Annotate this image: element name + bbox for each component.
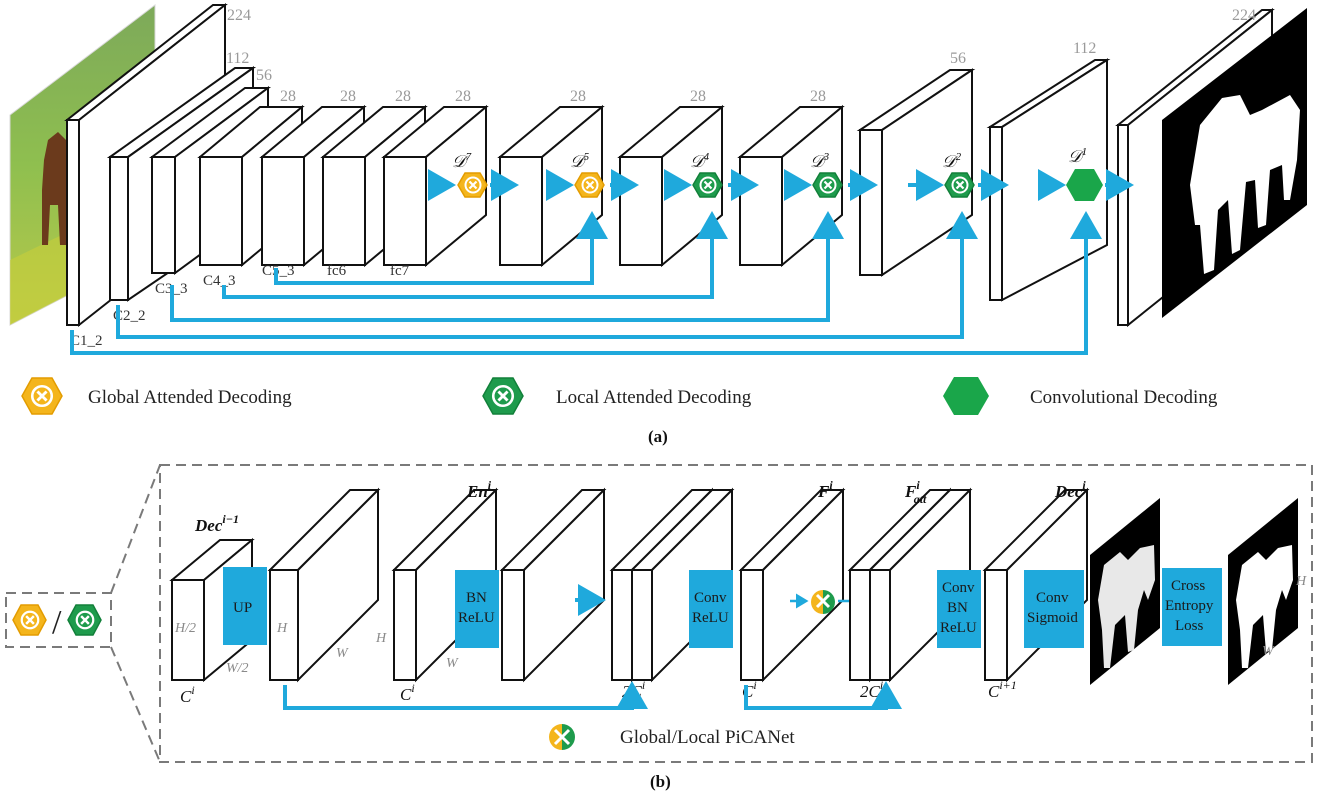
box-ce-loss-label: Loss [1175, 618, 1204, 634]
dim-c2-2: 112 [226, 50, 249, 67]
node-label-d4: 𝒟4 [690, 151, 710, 171]
node-label-d3: 𝒟3 [810, 151, 830, 171]
local-decoding-node-d3 [812, 172, 843, 198]
side-h-3: H [1295, 574, 1307, 589]
caption-b: (b) [650, 772, 671, 791]
box-cbr-conv-label: Conv [942, 580, 975, 596]
label-c1-2: C1_2 [70, 333, 103, 349]
legend-global-label: Global Attended Decoding [88, 387, 292, 408]
b-block-upsampled [267, 487, 381, 683]
legend-conv-icon [943, 377, 989, 415]
legend-picanet-icon [549, 724, 575, 750]
caption-a: (a) [648, 427, 668, 446]
dim-c1-2: 224 [227, 7, 251, 24]
side-w-2: W [446, 656, 459, 671]
part-b: / UP BN ReLU [5, 464, 1313, 791]
global-decoding-node-d7 [457, 172, 488, 198]
box-cs-conv-label: Conv [1036, 590, 1069, 606]
box-conv-relu [689, 570, 733, 648]
box-bn-label: BN [466, 590, 487, 606]
label-f: Fi [817, 478, 833, 501]
box-bn-relu [455, 570, 499, 648]
legend-global-icon [21, 377, 63, 415]
label-en: Eni [466, 478, 492, 501]
dim-d3: 28 [810, 88, 826, 105]
label-c5-3: C5_3 [262, 263, 295, 279]
label-fc7: fc7 [390, 263, 410, 279]
b-block-concat-1 [609, 487, 735, 683]
legend-local-icon [482, 377, 524, 415]
dim-c4-3: 28 [280, 88, 296, 105]
node-label-d1: 𝒟1 [1068, 146, 1087, 166]
dim-fc6: 28 [395, 88, 411, 105]
box-relu-label: ReLU [458, 610, 495, 626]
label-dec-prev: Deci−1 [194, 512, 239, 535]
picanet-node [811, 590, 835, 614]
bottom-c-2: Ci [400, 681, 415, 704]
box-relu2-label: ReLU [692, 610, 729, 626]
node-label-d5: 𝒟5 [570, 151, 590, 171]
global-decoding-node-d5 [574, 172, 605, 198]
side-h-2: H [375, 631, 387, 646]
dim-d1: 112 [1073, 40, 1096, 57]
local-decoding-node-d2 [944, 172, 975, 198]
dim-d5: 28 [570, 88, 586, 105]
legend-picanet-label: Global/Local PiCANet [620, 727, 795, 748]
callout-separator: / [52, 604, 62, 641]
box-cbr-bn-label: BN [947, 600, 968, 616]
box-cross-entropy-loss [1162, 568, 1222, 646]
b-block-fatt [847, 487, 973, 683]
legend-conv-label: Convolutional Decoding [1030, 387, 1218, 408]
label-c4-3: C4_3 [203, 273, 236, 289]
dim-c3-3: 56 [256, 67, 272, 84]
box-cs-sigmoid-label: Sigmoid [1027, 610, 1078, 626]
box-cbr-relu-label: ReLU [940, 620, 977, 636]
node-label-d7: 𝒟7 [452, 151, 472, 171]
dim-d4: 28 [690, 88, 706, 105]
dim-c5-3: 28 [340, 88, 356, 105]
node-label-d2: 𝒟2 [942, 151, 962, 171]
detail-frame [159, 464, 1313, 763]
side-w2: W/2 [226, 661, 249, 676]
b-predicted-mask [1090, 498, 1160, 685]
block-fc7 [381, 104, 489, 268]
bottom-c-next: Ci+1 [988, 678, 1017, 701]
side-h2: H/2 [174, 621, 196, 636]
box-conv-bn-relu [937, 570, 981, 648]
dim-output: 224 [1232, 7, 1256, 24]
output-mask [1162, 8, 1307, 318]
box-up-label: UP [233, 600, 252, 616]
box-up [223, 567, 267, 645]
side-w-1: W [336, 646, 349, 661]
side-h-1: H [276, 621, 288, 636]
bottom-c-1: Ci [180, 683, 195, 706]
bottom-2c-2: 2Ci [860, 678, 883, 701]
part-a: 224 112 56 28 28 28 28 C1_2 C2_2 C3_3 C4… [9, 2, 1307, 446]
label-dec: Deci [1054, 478, 1086, 501]
dim-d2: 56 [950, 50, 966, 67]
box-conv1-label: Conv [694, 590, 727, 606]
side-w-3: W [1262, 644, 1275, 659]
label-c2-2: C2_2 [113, 308, 146, 324]
b-block-f [738, 487, 846, 683]
b-ground-truth-mask [1228, 498, 1298, 685]
b-block-en-processed [499, 487, 607, 683]
local-decoding-node-d4 [692, 172, 723, 198]
legend-local-label: Local Attended Decoding [556, 387, 752, 408]
conv-decoding-node-d1 [1066, 169, 1103, 201]
dim-fc7: 28 [455, 88, 471, 105]
zoom-callout: / [5, 464, 161, 763]
box-conv-sigmoid [1024, 570, 1084, 648]
label-fc6: fc6 [327, 263, 347, 279]
box-ce-entropy-label: Entropy [1165, 598, 1214, 614]
box-ce-cross-label: Cross [1171, 578, 1205, 594]
